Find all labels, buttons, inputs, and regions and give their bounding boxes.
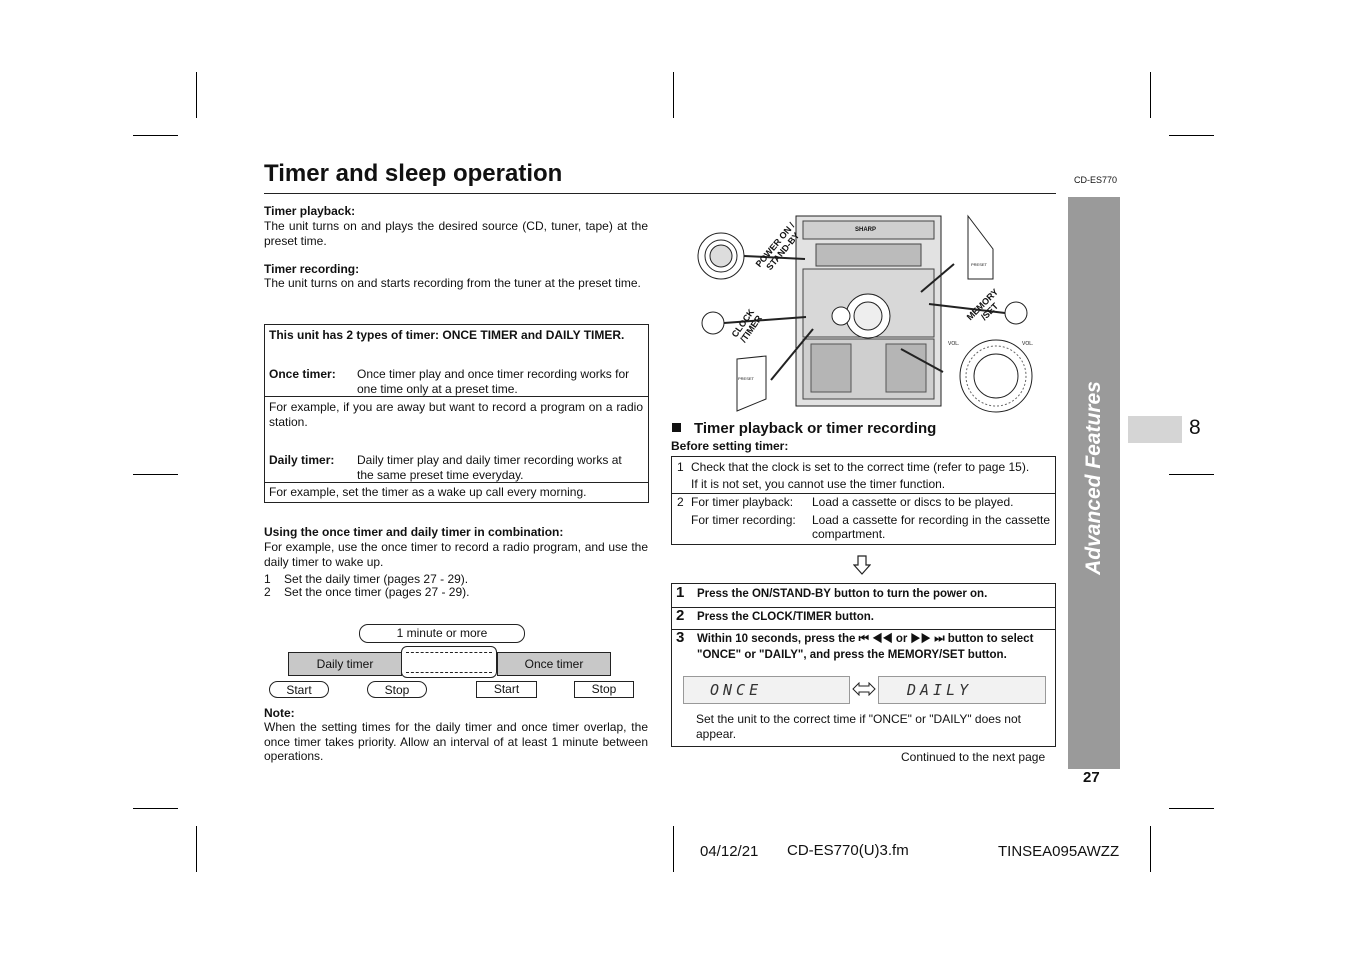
volume-label: VOL.: [948, 341, 960, 347]
combination-step: 2 Set the once timer (pages 27 - 29).: [264, 585, 469, 599]
daily-timer-label: Daily timer:: [269, 453, 335, 467]
title-rule: [264, 193, 1056, 194]
dash-line: [406, 652, 492, 653]
daily-timer-bar: Daily timer: [288, 652, 402, 676]
footer-date: 04/12/21: [700, 843, 759, 860]
steps-box: 1 Press the ON/STAND-BY button to turn t…: [671, 583, 1056, 747]
item-number: 1: [677, 460, 684, 474]
item-text: Check that the clock is set to the corre…: [691, 460, 1030, 474]
timer-types-header: This unit has 2 types of timer: ONCE TIM…: [269, 328, 625, 342]
chapter-tab: [1128, 416, 1182, 443]
crop-mark: [1169, 135, 1214, 136]
display-note: Set the unit to the correct time if "ONC…: [696, 712, 1021, 741]
divider: [672, 493, 1055, 494]
model-code: CD-ES770: [1074, 175, 1118, 185]
timer-recording-heading: Timer recording:: [264, 262, 360, 276]
note-text: When the setting times for the daily tim…: [264, 720, 648, 763]
footer-code: TINSEA095AWZZ: [998, 843, 1120, 860]
timer-playback-heading: Timer playback:: [264, 204, 356, 218]
display-text: DAILY: [907, 681, 973, 699]
page-title: Timer and sleep operation: [264, 160, 563, 187]
dash-line: [406, 672, 492, 673]
side-section-bar: [1068, 197, 1120, 769]
once-timer-example: For example, if you are away but want to…: [269, 400, 643, 429]
divider: [265, 396, 648, 397]
crop-mark: [673, 826, 674, 872]
combination-heading: Using the once timer and daily timer in …: [264, 525, 564, 539]
step-number: 2: [676, 607, 685, 624]
step-number: 3: [676, 629, 685, 646]
display-once: ONCE: [683, 676, 850, 704]
section-title: Timer playback or timer recording: [694, 420, 937, 437]
timer-recording-text: The unit turns on and starts recording f…: [264, 276, 641, 290]
crop-mark: [1150, 72, 1151, 118]
stop-marker: Stop: [367, 681, 427, 698]
step-text: Set the daily timer (pages 27 - 29).: [284, 572, 469, 586]
crop-mark: [133, 808, 178, 809]
step-number: 1: [676, 584, 685, 601]
crop-mark: [673, 72, 674, 118]
divider: [672, 607, 1055, 608]
start-marker: Start: [476, 681, 537, 698]
display-text: ONCE: [710, 681, 763, 699]
step-text: Press the CLOCK/TIMER button.: [697, 611, 874, 623]
crop-mark: [1169, 808, 1214, 809]
crop-mark: [1150, 826, 1151, 872]
note-heading: Note:: [264, 706, 295, 720]
gap-region: [401, 646, 497, 678]
brand-logo: SHARP: [855, 227, 877, 233]
combination-step: 1 Set the daily timer (pages 27 - 29).: [264, 572, 468, 586]
step-text: Set the once timer (pages 27 - 29).: [284, 585, 470, 599]
unit-illustration: POWER ON / STAND-BY CLOCK /TIMER MEMORY …: [671, 204, 1056, 414]
item-label: For timer playback:: [691, 495, 794, 509]
footer-file: CD-ES770(U)3.fm: [787, 842, 909, 859]
left-right-arrow-icon: [852, 682, 876, 696]
preset-label: PRESET: [738, 376, 755, 381]
volume-label: VOL.: [1022, 341, 1034, 347]
crop-mark: [196, 826, 197, 872]
timer-types-box: This unit has 2 types of timer: ONCE TIM…: [264, 324, 649, 503]
gap-label: 1 minute or more: [359, 624, 525, 643]
down-arrow-icon: [853, 555, 871, 575]
crop-mark: [133, 474, 178, 475]
step-text: "ONCE" or "DAILY", and press the MEMORY/…: [697, 649, 1007, 661]
stop-marker: Stop: [574, 681, 634, 698]
page-number: 27: [1083, 769, 1100, 786]
chapter-number: 8: [1189, 416, 1201, 439]
item-label: For timer recording:: [691, 513, 796, 527]
daily-timer-example: For example, set the timer as a wake up …: [269, 485, 587, 499]
item-number: 2: [677, 495, 684, 509]
item-text: Load a cassette for recording in the cas…: [812, 513, 1050, 541]
step-number: 2: [264, 585, 271, 599]
item-subtext: If it is not set, you cannot use the tim…: [691, 477, 946, 491]
once-timer-label: Once timer:: [269, 367, 336, 381]
daily-timer-desc: Daily timer play and daily timer recordi…: [357, 453, 622, 482]
display-daily: DAILY: [878, 676, 1046, 704]
step-text: Within 10 seconds, press the ⏮ ◀◀ or ▶▶ …: [697, 633, 1034, 645]
continued-note: Continued to the next page: [901, 750, 1046, 764]
stereo-figure: [697, 214, 1033, 413]
crop-mark: [1169, 474, 1214, 475]
square-bullet-icon: [672, 423, 681, 432]
timeline-diagram: 1 minute or more Daily timer Once timer …: [264, 620, 654, 702]
step-number: 1: [264, 572, 271, 586]
once-timer-bar: Once timer: [497, 652, 611, 676]
step-text: Press the ON/STAND-BY button to turn the…: [697, 588, 988, 600]
start-marker: Start: [269, 681, 329, 698]
side-section-label: Advanced Features: [1082, 381, 1105, 575]
before-setting-heading: Before setting timer:: [671, 439, 789, 453]
crop-mark: [196, 72, 197, 118]
combination-text: For example, use the once timer to recor…: [264, 540, 648, 569]
crop-mark: [133, 135, 178, 136]
once-timer-desc: Once timer play and once timer recording…: [357, 367, 630, 396]
preset-label: PRESET: [971, 262, 988, 267]
divider: [672, 629, 1055, 630]
timer-playback-text: The unit turns on and plays the desired …: [264, 219, 648, 248]
divider: [265, 482, 648, 483]
before-setting-box: 1 Check that the clock is set to the cor…: [671, 456, 1056, 545]
item-text: Load a cassette or discs to be played.: [812, 495, 1014, 509]
